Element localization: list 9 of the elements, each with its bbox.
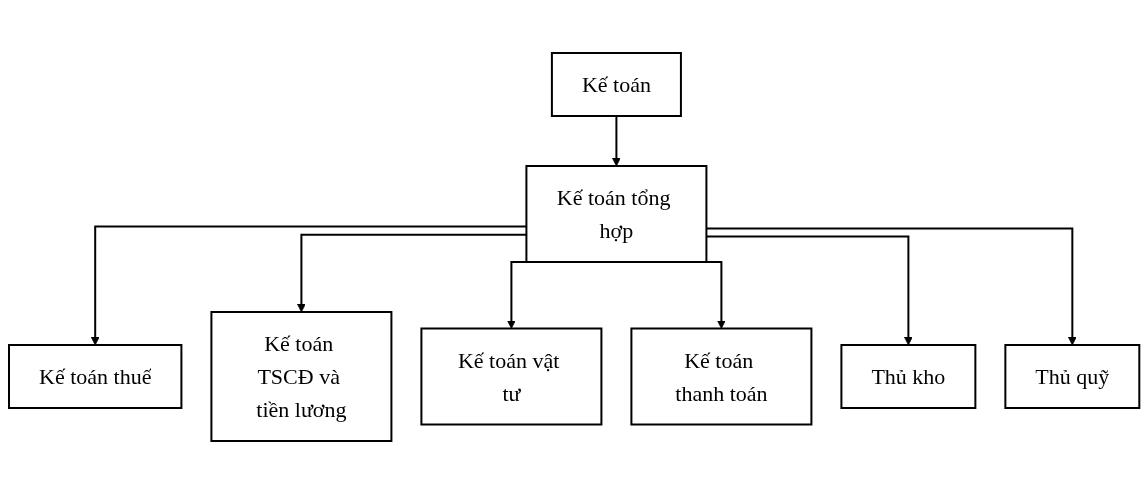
node-box: Kế toán TSCĐ và tiền lương — [210, 310, 393, 442]
node-box: Kế toán thuế — [7, 343, 183, 409]
node-box: Thủ quỹ — [1004, 343, 1141, 409]
arrow — [611, 114, 621, 166]
node-box: Kế toán thanh toán — [630, 327, 813, 425]
node-box: Kế toán vật tư — [420, 327, 603, 425]
node-box: Kế toán tổng hợp — [525, 164, 708, 263]
node-box: Thủ kho — [840, 343, 977, 409]
node-box: Kế toán — [550, 51, 682, 117]
